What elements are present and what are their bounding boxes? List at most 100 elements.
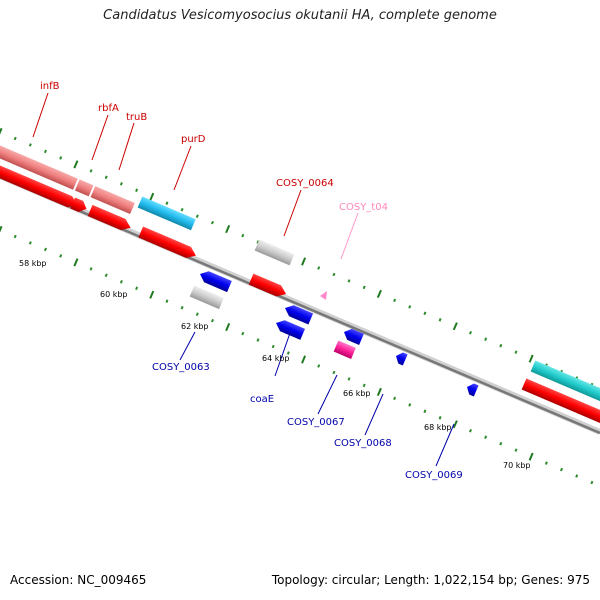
gene-right-teal-bar[interactable] <box>530 360 600 407</box>
upper-track-minor-tick <box>438 318 442 322</box>
label-truB[interactable]: truB <box>126 112 147 123</box>
lower-track-minor-tick <box>590 480 594 485</box>
label-cosy0067[interactable]: COSY_0067 <box>287 417 345 428</box>
lower-track-minor-tick <box>332 370 336 375</box>
gene-truB-arrow[interactable] <box>87 204 133 233</box>
upper-track-major-tick <box>149 192 155 201</box>
reverse-gene-layer <box>189 268 479 397</box>
gene-truB-bar[interactable] <box>90 186 135 215</box>
upper-track-minor-tick <box>43 149 48 154</box>
gene-cosyT04-marker[interactable] <box>320 291 327 300</box>
lower-track-minor-tick <box>347 377 351 381</box>
gene-cosy0064-arrow[interactable] <box>248 273 289 300</box>
lower-track-minor-tick <box>544 461 548 465</box>
upper-track-major-tick <box>0 127 3 135</box>
lower-track-minor-tick <box>256 338 260 342</box>
lower-track-minor-tick <box>499 441 503 446</box>
gene-blue-reverse-3[interactable] <box>342 326 364 345</box>
upper-track-minor-tick <box>408 305 412 309</box>
scale-labels: 58 kbp 60 kbp 62 kbp 64 kbp 66 kbp 68 kb… <box>19 259 531 470</box>
lower-track-minor-tick <box>195 312 199 316</box>
gene-infB-bar[interactable] <box>0 142 78 190</box>
label-coaE[interactable]: coaE <box>250 394 274 405</box>
upper-track-minor-tick <box>59 156 63 160</box>
cosy0069-callout <box>435 423 455 467</box>
cosyT04-callout <box>340 212 359 260</box>
scale-label-58: 58 kbp <box>19 259 47 268</box>
lower-tick-track <box>0 225 594 485</box>
gene-coaE-arrow[interactable] <box>274 317 306 340</box>
gene-cosy0063-bar[interactable] <box>189 285 224 310</box>
lower-track-minor-tick <box>135 286 139 291</box>
scale-label-62: 62 kbp <box>181 322 209 331</box>
upper-track-major-tick <box>376 289 382 298</box>
lower-track-minor-tick <box>362 383 366 388</box>
cosy0067-callout <box>317 374 338 415</box>
lower-track-minor-tick <box>180 305 184 310</box>
upper-track-major-tick <box>225 225 231 234</box>
genome-summary-text: Topology: circular; Length: 1,022,154 bp… <box>271 573 590 587</box>
label-cosyT04[interactable]: COSY_t04 <box>339 202 388 213</box>
upper-track-minor-tick <box>362 285 366 290</box>
upper-track-minor-tick <box>332 272 336 277</box>
scale-label-68: 68 kbp <box>424 423 452 432</box>
upper-track-minor-tick <box>28 143 32 147</box>
forward-gene-layer <box>0 142 600 427</box>
gene-purD-bar[interactable] <box>137 196 196 231</box>
upper-track-minor-tick <box>256 240 260 244</box>
map-title: Candidatus Vesicomyosocius okutanii HA, … <box>103 8 497 23</box>
upper-track-minor-tick <box>210 220 215 225</box>
lower-track-minor-tick <box>104 273 108 278</box>
upper-track-minor-tick <box>195 214 199 218</box>
upper-track-major-tick <box>301 257 307 266</box>
gene-cosy0067-bar[interactable] <box>333 340 356 359</box>
gene-right-red-bar[interactable] <box>521 378 600 427</box>
lower-track-minor-tick <box>286 351 290 355</box>
gene-infB-arrow[interactable] <box>0 162 80 211</box>
gene-rbfA-arrow[interactable] <box>70 197 89 214</box>
lower-track-minor-tick <box>119 280 123 284</box>
lower-track-minor-tick <box>423 409 427 414</box>
label-cosy0064[interactable]: COSY_0064 <box>276 178 334 189</box>
upper-track-minor-tick <box>468 330 473 335</box>
upper-track-minor-tick <box>499 343 503 348</box>
lower-track-major-tick <box>0 225 3 233</box>
upper-track-minor-tick <box>104 175 108 180</box>
gene-purD-arrow[interactable] <box>138 226 198 262</box>
lower-track-minor-tick <box>210 318 215 323</box>
label-rbfA[interactable]: rbfA <box>98 103 119 114</box>
gene-cosy0068-arrow[interactable] <box>394 350 408 366</box>
upper-track-minor-tick <box>13 136 17 141</box>
lower-track-minor-tick <box>408 403 412 407</box>
lower-track-minor-tick <box>393 396 397 401</box>
label-purD[interactable]: purD <box>181 134 206 145</box>
cosy0063-callout <box>179 331 196 361</box>
lower-track-major-tick <box>528 452 534 461</box>
label-cosy0063[interactable]: COSY_0063 <box>152 362 210 373</box>
upper-track-minor-tick <box>165 201 169 205</box>
lower-track-major-tick <box>452 420 458 429</box>
label-infB[interactable]: infB <box>40 81 60 92</box>
label-cosy0068[interactable]: COSY_0068 <box>334 438 392 449</box>
scale-label-70: 70 kbp <box>503 461 531 470</box>
lower-track-minor-tick <box>28 241 32 245</box>
upper-track-minor-tick <box>423 311 427 316</box>
upper-track-minor-tick <box>135 188 139 193</box>
cosy0064-callout <box>283 189 302 237</box>
gene-blue-reverse-1[interactable] <box>198 268 232 293</box>
gene-rbfA-bar[interactable] <box>74 179 94 197</box>
lower-track-minor-tick <box>165 299 169 303</box>
upper-track-minor-tick <box>89 169 93 173</box>
gene-blue-reverse-2[interactable] <box>283 302 314 325</box>
rbfA-callout <box>91 114 109 161</box>
gene-labels: infB rbfA truB purD COSY_0064 COSY_t04 C… <box>40 81 463 481</box>
cosy0068-callout <box>364 393 384 436</box>
lower-track-minor-tick <box>468 428 473 433</box>
label-cosy0069[interactable]: COSY_0069 <box>405 470 463 481</box>
gene-cosy0069-arrow[interactable] <box>465 381 479 397</box>
upper-track-minor-tick <box>180 207 184 212</box>
gene-cosy0064-bar[interactable] <box>254 239 295 266</box>
lower-track-minor-tick <box>271 344 275 349</box>
scale-label-66: 66 kbp <box>343 389 371 398</box>
